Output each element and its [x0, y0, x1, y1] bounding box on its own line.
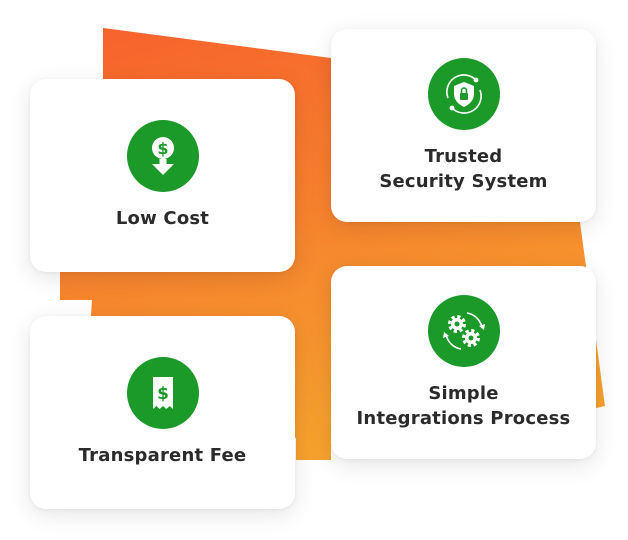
card-title-line-2: Security System: [379, 170, 548, 192]
shield-lock-icon: [427, 57, 500, 130]
card-title: Trusted Security System: [379, 144, 547, 194]
card-title-line-1: Trusted: [424, 145, 503, 167]
card-title-line-2: Integrations Process: [356, 407, 571, 429]
card-title: Transparent Fee: [78, 445, 247, 466]
svg-text:$: $: [157, 384, 169, 404]
feature-card-security: Trusted Security System: [331, 29, 596, 222]
feature-card-low-cost: $ Low Cost: [30, 79, 295, 272]
card-title-line-1: Simple: [428, 382, 499, 404]
card-title: Simple Integrations Process: [357, 381, 571, 431]
dollar-down-arrow-icon: $: [126, 120, 199, 192]
card-title: Low Cost: [115, 208, 210, 229]
gears-cycle-icon: [427, 294, 500, 367]
dollar-receipt-icon: $: [126, 357, 199, 429]
feature-card-transparent-fee: $ Transparent Fee: [30, 316, 295, 509]
feature-card-integrations: Simple Integrations Process: [331, 266, 596, 459]
svg-text:$: $: [157, 139, 168, 158]
